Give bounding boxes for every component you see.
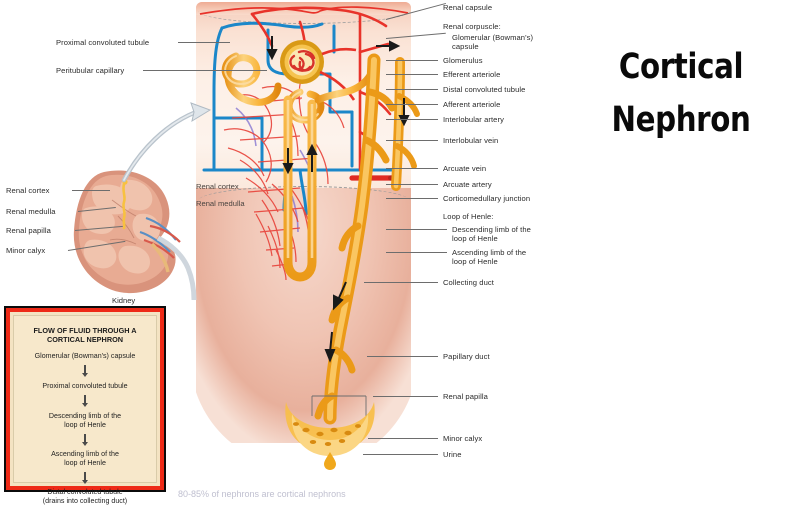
- label-right-10: Arcuate vein: [443, 164, 487, 173]
- label-kidney-3: Minor calyx: [6, 246, 46, 255]
- label-right-12: Corticomedullary junction: [443, 194, 531, 203]
- label-right-leader-16: [386, 252, 447, 253]
- label-right-2: Glomerular (Bowman's): [452, 33, 534, 42]
- label-right-7: Afferent arteriole: [443, 100, 501, 109]
- label-right-leader-10: [386, 168, 438, 169]
- label-kidney-2: Renal papilla: [6, 226, 51, 235]
- flow-step-4-line1: Distal convoluted tubule: [47, 488, 123, 496]
- label-right-leader-9: [386, 140, 438, 141]
- tissue-label-0: Renal cortex: [196, 182, 239, 191]
- label-kidney-leader-0: [72, 190, 110, 191]
- label-right-5: Efferent arteriole: [443, 70, 501, 79]
- label-right-22: Urine: [443, 450, 462, 459]
- label-right-leader-4: [386, 60, 438, 61]
- flow-step-4-line2: (drains into collecting duct): [42, 496, 128, 505]
- label-right-leader-5: [386, 74, 438, 75]
- label-right-leader-11: [386, 184, 438, 185]
- label-right-1: Renal corpuscle:: [443, 22, 501, 31]
- kidney-caption: Kidney: [112, 296, 136, 305]
- flow-step-0-line1: Glomerular (Bowman's) capsule: [34, 352, 136, 360]
- label-right-leader-22: [363, 454, 438, 455]
- renal-capsule-dashed-line: [198, 11, 410, 24]
- label-right-leader-21: [368, 438, 438, 439]
- label-right-15: loop of Henle: [452, 234, 498, 243]
- label-right-4: Glomerulus: [443, 56, 483, 65]
- footer-note: 80-85% of nephrons are cortical nephrons: [178, 489, 346, 499]
- label-right-21: Minor calyx: [443, 434, 483, 443]
- label-kidney-0: Renal cortex: [6, 186, 50, 195]
- label-left-leader-1: [143, 70, 267, 71]
- label-right-3: capsule: [452, 42, 479, 51]
- label-right-9: Interlobular vein: [443, 136, 499, 145]
- label-right-6: Distal convoluted tubule: [443, 85, 526, 94]
- label-right-leader-12: [386, 198, 438, 199]
- label-kidney-1: Renal medulla: [6, 207, 56, 216]
- label-right-leader-18: [364, 282, 438, 283]
- label-right-14: Descending limb of the: [452, 225, 531, 234]
- flow-step-3-line1: Ascending limb of the: [51, 450, 119, 458]
- label-right-11: Arcuate artery: [443, 180, 492, 189]
- page-title-line2: Nephron: [611, 100, 751, 140]
- label-right-leader-7: [386, 104, 438, 105]
- flow-box-inner: FLOW OF FLUID THROUGH A CORTICAL NEPHRON…: [13, 315, 157, 505]
- label-left-0: Proximal convoluted tubule: [56, 38, 150, 47]
- label-right-17: loop of Henle: [452, 257, 498, 266]
- label-right-20: Renal papilla: [443, 392, 488, 401]
- label-left-leader-0: [178, 42, 230, 43]
- tissue-label-1: Renal medulla: [196, 199, 245, 208]
- flow-step-1-line1: Proximal convoluted tubule: [42, 382, 128, 390]
- flow-box-title-line2: CORTICAL NEPHRON: [46, 335, 124, 344]
- label-right-leader-20: [373, 396, 438, 397]
- label-right-0: Renal capsule: [443, 3, 493, 12]
- kidney-illustration: [73, 170, 197, 301]
- label-right-leader-8: [386, 119, 438, 120]
- page-title-line1: Cortical: [618, 47, 744, 87]
- label-right-8: Interlobular artery: [443, 115, 504, 124]
- label-right-leader-19: [367, 356, 438, 357]
- label-right-19: Papillary duct: [443, 352, 490, 361]
- flow-step-2-line2: loop of Henle: [64, 420, 106, 429]
- flow-box-title-line1: FLOW OF FLUID THROUGH A: [33, 326, 137, 335]
- flow-step-2-line1: Descending limb of the: [48, 412, 122, 420]
- flow-of-fluid-box: FLOW OF FLUID THROUGH A CORTICAL NEPHRON…: [4, 306, 166, 505]
- label-right-16: Ascending limb of the: [452, 248, 527, 257]
- flow-step-3-line2: loop of Henle: [64, 458, 106, 467]
- renal-medulla-region: [196, 188, 411, 443]
- label-right-18: Collecting duct: [443, 278, 494, 287]
- label-left-1: Peritubular capillary: [56, 66, 125, 75]
- label-right-13: Loop of Henle:: [443, 212, 494, 221]
- label-right-leader-6: [386, 89, 438, 90]
- label-right-leader-14: [386, 229, 447, 230]
